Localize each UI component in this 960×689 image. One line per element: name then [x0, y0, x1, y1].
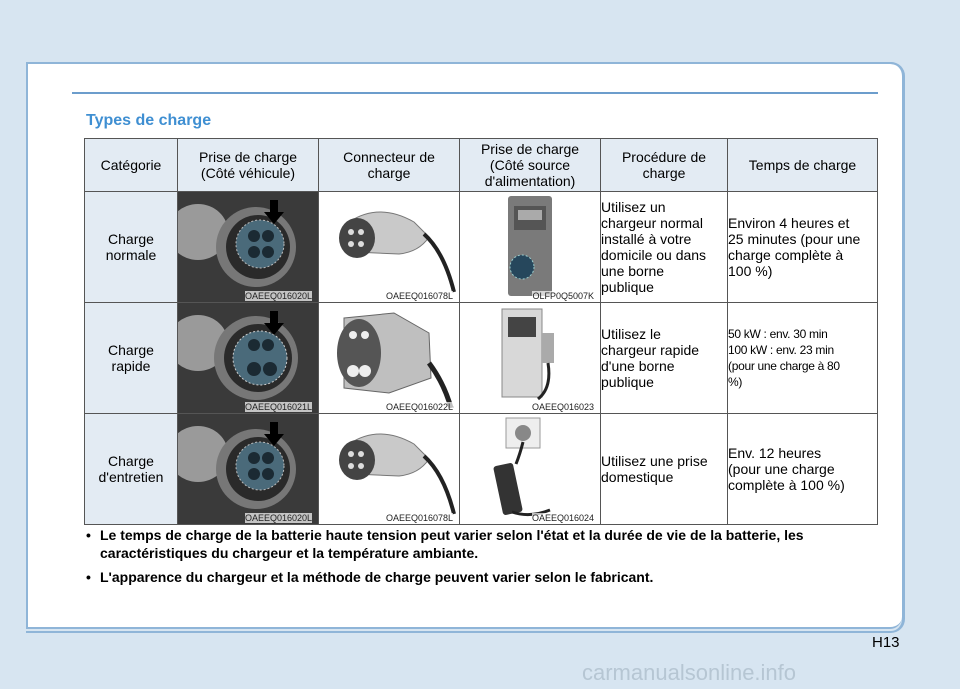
note-text: Le temps de charge de la batterie haute … — [100, 527, 804, 561]
list-item: • L'apparence du chargeur et la méthode … — [86, 568, 886, 586]
vehicle-socket-photo — [178, 414, 318, 524]
source-socket-image: OLFP0Q5007K — [459, 191, 601, 303]
header-category: Catégorie — [84, 138, 178, 192]
source-socket-photo — [460, 414, 600, 524]
bullet-icon: • — [86, 569, 91, 585]
image-code: OAEEQ016078L — [385, 291, 453, 301]
connector-photo — [319, 192, 459, 302]
section-title: Types de charge — [86, 112, 212, 129]
note-text: L'apparence du chargeur et la méthode de… — [100, 569, 654, 585]
header-time: Temps de charge — [727, 138, 878, 192]
connector-image: OAEEQ016078L — [318, 191, 460, 303]
watermark: carmanualsonline.info — [582, 660, 797, 685]
image-code: OAEEQ016078L — [385, 513, 453, 523]
connector-image: OAEEQ016022L — [318, 302, 460, 414]
image-code: OAEEQ016020L — [244, 291, 312, 301]
vehicle-socket-image: OAEEQ016020L — [177, 413, 319, 525]
image-code: OAEEQ016024 — [531, 513, 594, 523]
header-vehicle-socket: Prise de charge(Côté véhicule) — [177, 138, 319, 192]
image-code: OAEEQ016023 — [531, 402, 594, 412]
connector-photo — [319, 414, 459, 524]
vehicle-socket-image: OAEEQ016021L — [177, 302, 319, 414]
table-header-row: Catégorie Prise de charge(Côté véhicule)… — [84, 138, 878, 192]
vehicle-socket-photo — [178, 303, 318, 413]
source-socket-photo — [460, 192, 600, 302]
image-code: OLFP0Q5007K — [532, 291, 594, 301]
image-code: OAEEQ016021L — [244, 402, 312, 412]
image-code: OAEEQ016020L — [244, 513, 312, 523]
vehicle-socket-photo — [178, 192, 318, 302]
connector-photo — [319, 303, 459, 413]
source-socket-image: OAEEQ016024 — [459, 413, 601, 525]
charge-types-table: Catégorie Prise de charge(Côté véhicule)… — [84, 138, 878, 525]
header-rule — [72, 92, 878, 94]
bullet-icon: • — [86, 527, 91, 543]
page-number: H13 — [872, 634, 900, 651]
source-socket-photo — [460, 303, 600, 413]
connector-image: OAEEQ016078L — [318, 413, 460, 525]
list-item: • Le temps de charge de la batterie haut… — [86, 526, 886, 562]
notes-list: • Le temps de charge de la batterie haut… — [86, 526, 886, 592]
source-socket-image: OAEEQ016023 — [459, 302, 601, 414]
image-code: OAEEQ016022L — [385, 402, 453, 412]
vehicle-socket-image: OAEEQ016020L — [177, 191, 319, 303]
